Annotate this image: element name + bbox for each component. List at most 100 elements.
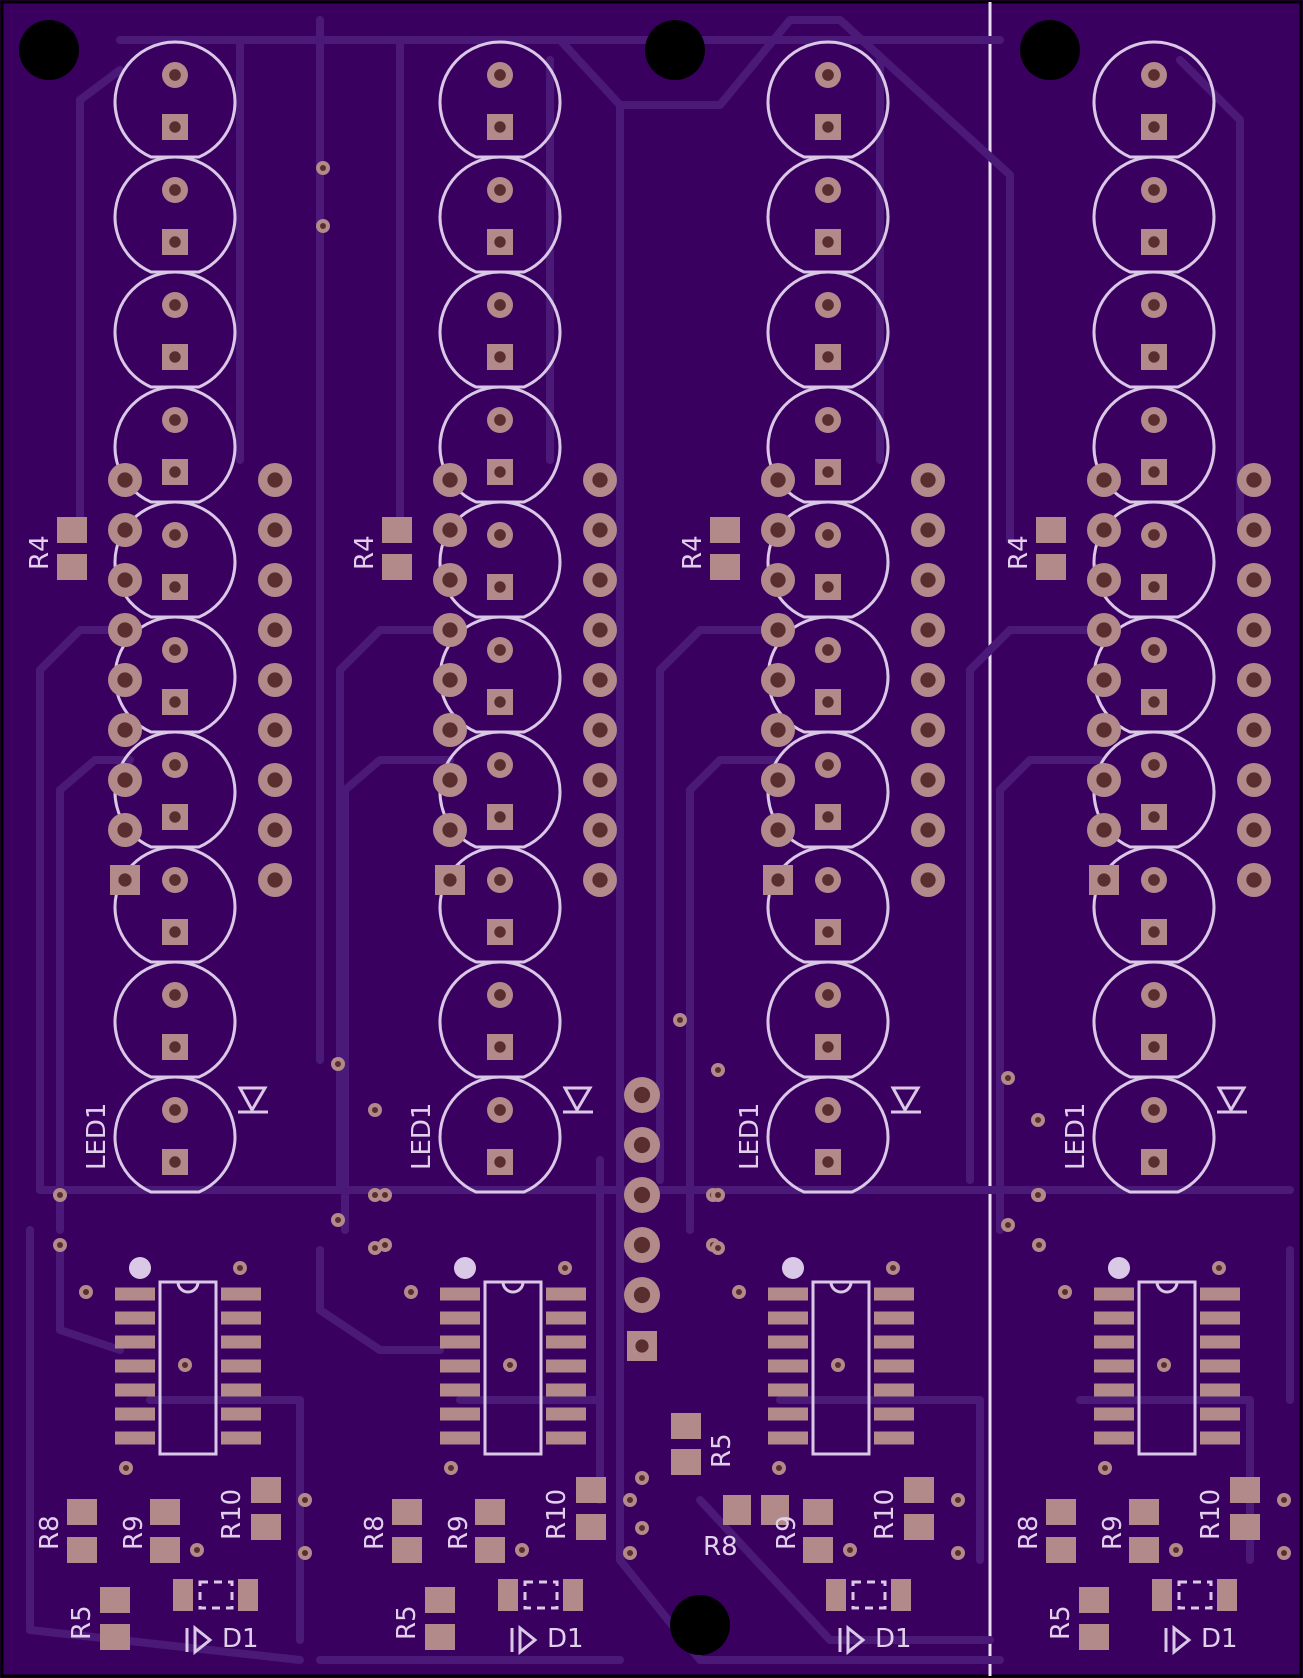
smd-pad	[1094, 1383, 1134, 1397]
trace	[316, 1246, 444, 1354]
through-hole-pad	[108, 813, 142, 847]
square-pad	[815, 344, 841, 370]
via-drill	[736, 1289, 742, 1295]
smd-pad	[576, 1477, 606, 1503]
smd-pad	[57, 517, 87, 543]
pad-drill	[822, 236, 834, 248]
trace	[56, 756, 134, 1234]
pad-drill	[1096, 572, 1112, 588]
pad-drill	[1148, 121, 1160, 133]
pad-drill	[1096, 522, 1112, 538]
pad-drill	[822, 874, 834, 886]
smd-pad	[1200, 1311, 1240, 1325]
through-hole-pad	[624, 1177, 660, 1213]
trace	[686, 756, 779, 1234]
pad-drill	[920, 622, 936, 638]
through-hole-pad	[761, 463, 795, 497]
smd-pad	[768, 1335, 808, 1349]
pad-drill	[442, 472, 458, 488]
through-hole-pad	[761, 513, 795, 547]
pad-drill	[169, 299, 181, 311]
pad-drill	[118, 873, 132, 887]
pad-drill	[494, 926, 506, 938]
pad-drill	[494, 811, 506, 823]
pad-drill	[267, 622, 283, 638]
pad-drill	[169, 414, 181, 426]
smd-pad	[768, 1311, 808, 1325]
pad-drill	[822, 69, 834, 81]
smd-pad	[710, 517, 740, 543]
through-hole-pad	[487, 62, 513, 88]
led-outline	[1092, 845, 1216, 964]
smd-pad	[546, 1359, 586, 1373]
ic-outline	[483, 1280, 543, 1456]
mounting-hole	[645, 20, 705, 80]
via-drill	[715, 1067, 721, 1073]
pad-drill	[169, 926, 181, 938]
pad-drill	[822, 1156, 834, 1168]
pad-drill	[494, 184, 506, 196]
square-pad	[1141, 574, 1167, 600]
pad-drill	[494, 121, 506, 133]
smd-pad	[173, 1579, 193, 1611]
smd-pad	[221, 1407, 261, 1421]
through-hole-pad	[433, 763, 467, 797]
r9-label: R9	[1098, 1515, 1128, 1550]
pad-drill	[169, 874, 181, 886]
led-outline	[1092, 960, 1216, 1079]
pad-drill	[1148, 644, 1160, 656]
trace	[966, 626, 1104, 1184]
through-hole-pad	[258, 613, 292, 647]
via-drill	[1161, 1362, 1167, 1368]
via-drill	[1102, 1465, 1108, 1471]
pad-drill	[1148, 69, 1160, 81]
pad-drill	[1148, 299, 1160, 311]
smd-pad	[115, 1431, 155, 1445]
pad-drill	[267, 772, 283, 788]
via-drill	[955, 1497, 961, 1503]
through-hole-pad	[911, 863, 945, 897]
smd-pad	[904, 1477, 934, 1503]
pad-drill	[494, 236, 506, 248]
via-drill	[847, 1547, 853, 1553]
d1-symbol	[510, 1624, 538, 1656]
via-drill	[1281, 1550, 1287, 1556]
trace	[996, 756, 1104, 1234]
led-outline	[766, 960, 890, 1079]
via-drill	[519, 1547, 525, 1553]
pad-drill	[822, 299, 834, 311]
through-hole-pad	[1087, 763, 1121, 797]
led-outline	[766, 40, 890, 159]
pad-drill	[117, 572, 133, 588]
through-hole-pad	[1087, 563, 1121, 597]
smd-pad	[100, 1624, 130, 1650]
smd-pad	[150, 1499, 180, 1525]
smd-pad	[761, 1495, 789, 1525]
square-pad	[815, 574, 841, 600]
trace	[26, 1226, 304, 1664]
led-outline	[438, 155, 562, 274]
pad-drill	[494, 874, 506, 886]
pad-drill	[1148, 811, 1160, 823]
d1-outline	[198, 1580, 234, 1610]
through-hole-pad	[583, 863, 617, 897]
pad-drill	[494, 351, 506, 363]
r9-label: R9	[772, 1515, 802, 1550]
trace	[696, 1496, 994, 1644]
through-hole-pad	[487, 867, 513, 893]
r8-label: R8	[1014, 1515, 1044, 1550]
pad-drill	[592, 772, 608, 788]
through-hole-pad	[1141, 1097, 1167, 1123]
through-hole-pad	[162, 177, 188, 203]
through-hole-pad	[258, 763, 292, 797]
d1-symbol	[838, 1624, 866, 1656]
smd-pad	[115, 1359, 155, 1373]
through-hole-pad	[108, 713, 142, 747]
via-drill	[1035, 1192, 1041, 1198]
via-drill	[639, 1475, 645, 1481]
pad-drill	[1246, 472, 1262, 488]
pad-drill	[442, 572, 458, 588]
smd-pad	[1230, 1514, 1260, 1540]
d1-symbol	[1164, 1624, 1192, 1656]
